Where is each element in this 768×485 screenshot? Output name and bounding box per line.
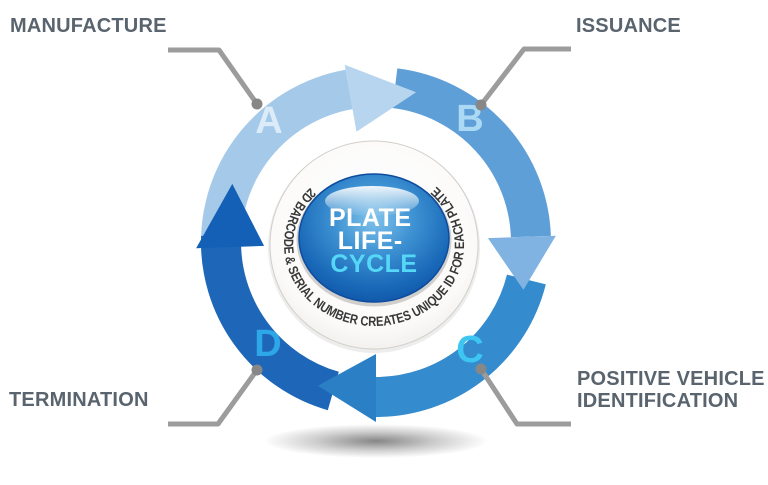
sphere-title-line2: LIFE- xyxy=(338,227,403,255)
pointer-termination xyxy=(168,364,263,427)
label-termination: TERMINATION xyxy=(9,389,149,411)
arc-c-body xyxy=(375,274,546,417)
pointer-line-issuance xyxy=(479,46,571,107)
arc-b-arrowhead xyxy=(487,235,556,290)
arc-c-arrowhead xyxy=(317,354,376,422)
sphere-gloss-highlight xyxy=(325,186,419,216)
arc-b-body xyxy=(392,68,551,238)
arc-d-arrowhead xyxy=(196,183,265,249)
pointer-line-positive-vehicle-identification xyxy=(478,367,571,427)
label-positive-vehicle-identification: POSITIVE VEHICLE IDENTIFICATION xyxy=(577,368,765,412)
pointer-dot-issuance xyxy=(475,99,487,111)
arc-a-arrowhead xyxy=(344,64,417,132)
pointer-dot-manufacture xyxy=(251,98,263,110)
sphere-title-line3: CYCLE xyxy=(330,250,417,278)
label-issuance-text: ISSUANCE xyxy=(576,15,681,37)
label-pvi-text-line1: POSITIVE VEHICLE xyxy=(577,368,765,390)
label-manufacture: MANUFACTURE xyxy=(10,15,167,37)
pointer-line-manufacture xyxy=(168,47,260,106)
sphere-title: PLATE LIFE- CYCLE xyxy=(329,204,419,278)
pointer-dot-positive-vehicle-identification xyxy=(475,363,487,375)
sphere-title-line1: PLATE xyxy=(329,204,412,232)
center-medallion: 2D BARCODE & SERIAL NUMBER CREATES UNIQU… xyxy=(268,140,480,353)
pointer-line-termination xyxy=(168,368,260,427)
label-manufacture-text: MANUFACTURE xyxy=(10,15,167,37)
label-pvi-text-line2: IDENTIFICATION xyxy=(577,390,739,412)
pointer-positive-vehicle-identification xyxy=(475,363,571,427)
pointer-issuance xyxy=(475,46,571,111)
label-issuance: ISSUANCE xyxy=(576,15,681,37)
pointer-manufacture xyxy=(168,47,263,110)
ground-shadow xyxy=(264,424,488,458)
label-termination-text: TERMINATION xyxy=(9,389,149,411)
pointer-dot-termination xyxy=(251,364,263,376)
stage-letter-d: D xyxy=(254,323,281,365)
arc-d-body xyxy=(201,235,340,411)
